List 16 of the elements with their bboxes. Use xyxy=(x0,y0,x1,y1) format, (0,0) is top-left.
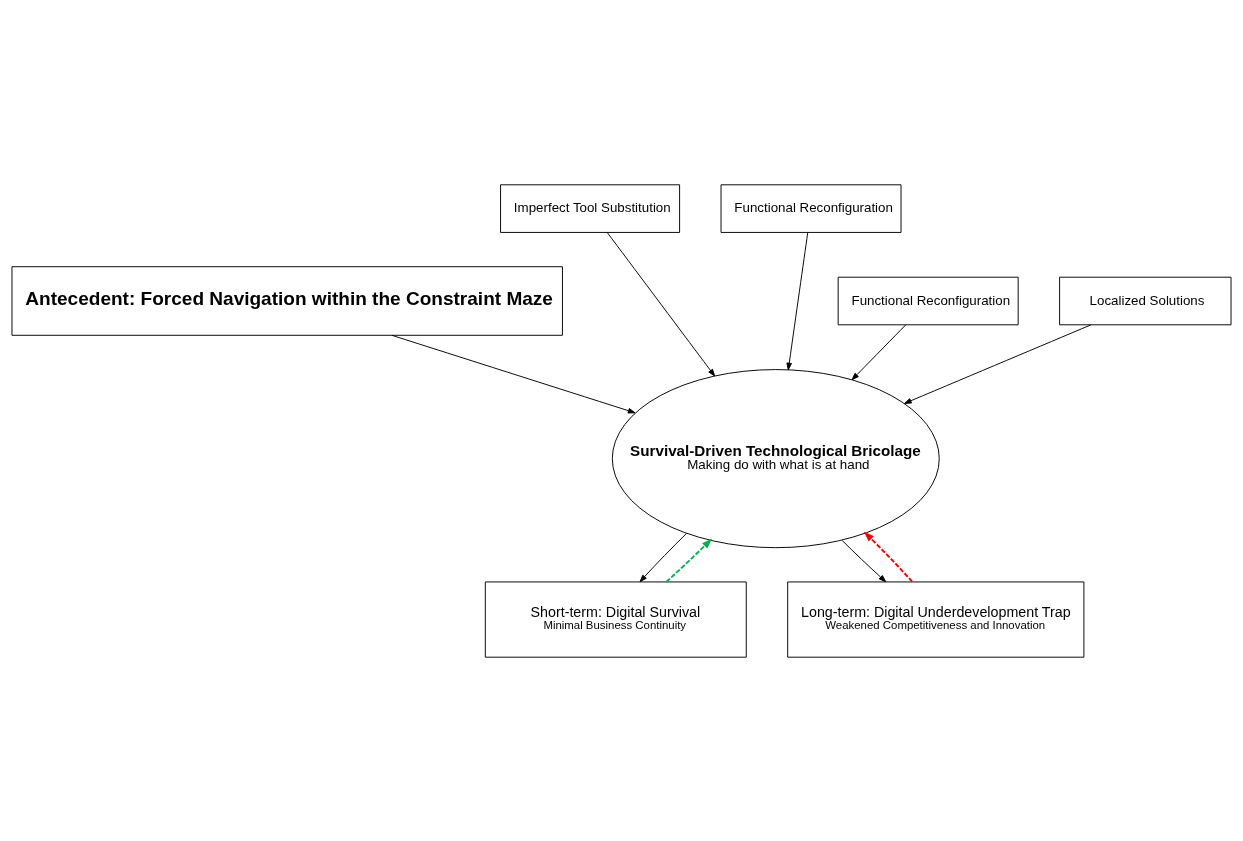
arrow xyxy=(863,530,914,583)
node-box: Imperfect Tool Substitution xyxy=(500,183,681,233)
arrow xyxy=(606,231,716,376)
arrow xyxy=(841,539,887,582)
arrow xyxy=(851,323,907,380)
arrow xyxy=(391,334,636,413)
arrow xyxy=(786,231,809,370)
node-box: Functional Reconfiguration xyxy=(720,183,902,233)
node-box: Antecedent: Forced Navigation within the Constraint Maze xyxy=(11,265,563,336)
node-box: Functional Reconfiguration xyxy=(837,276,1019,325)
arrow xyxy=(665,538,713,583)
node-box: Short-term: Digital Survival Minimal Business Continuity xyxy=(484,580,747,658)
node-box: Long-term: Digital Underdevelopment Trap Weakened Competitiveness and Innovation xyxy=(787,580,1085,658)
arrow xyxy=(904,323,1092,404)
node-box: Localized Solutions xyxy=(1059,276,1232,325)
arrow xyxy=(639,532,687,582)
